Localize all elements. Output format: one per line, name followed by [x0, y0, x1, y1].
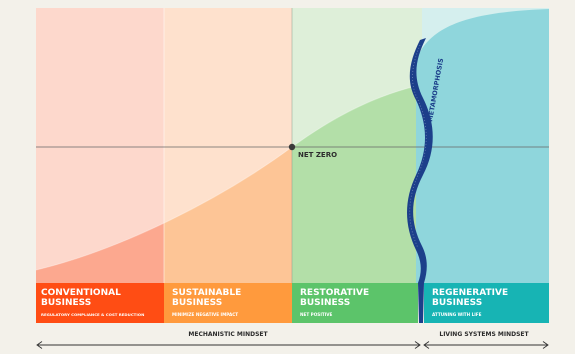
stage-bar-regenerative: REGENERATIVE BUSINESS ATTUNING WITH LIFE [424, 283, 549, 323]
stage-bar-bg [292, 283, 418, 323]
stage-subtitle: NET POSITIVE [300, 312, 333, 317]
stage-title-line2: BUSINESS [172, 298, 222, 308]
mechanistic-mindset-axis: MECHANISTIC MINDSET [36, 331, 421, 349]
arrow-left-head [423, 341, 430, 349]
stage-subtitle: REGULATORY COMPLIANCE & COST REDUCTION [41, 312, 144, 317]
stage-bar-conventional: CONVENTIONAL BUSINESS REGULATORY COMPLIA… [36, 283, 164, 323]
conventional-curve-fill [36, 223, 164, 283]
arrow-right-head [414, 341, 421, 349]
arrow-right-head [542, 341, 549, 349]
stage-title-line1: REGENERATIVE [432, 288, 508, 298]
stage-subtitle: ATTUNING WITH LIFE [432, 312, 482, 317]
stage-subtitle: MINIMIZE NEGATIVE IMPACT [172, 312, 238, 317]
stage-title-line1: SUSTAINABLE [172, 288, 241, 298]
sustainable-curve-fill [164, 147, 292, 283]
curve-edge [36, 85, 417, 271]
stage-bar-bg [36, 283, 164, 323]
metamorphosis-shape [407, 38, 433, 283]
living-systems-mindset-label: LIVING SYSTEMS MINDSET [439, 331, 529, 338]
net-zero-point [288, 143, 296, 151]
metamorphosis-texture [409, 44, 427, 249]
stage-title-line1: CONVENTIONAL [41, 288, 121, 298]
metamorphosis-wave-tail [418, 283, 424, 323]
stage-bar-bg [164, 283, 292, 323]
stage-bar-restorative: RESTORATIVE BUSINESS NET POSITIVE [292, 283, 418, 323]
stage-title-line2: BUSINESS [432, 298, 482, 308]
net-zero-label: NET ZERO [298, 151, 337, 159]
stage-title-line2: BUSINESS [41, 298, 91, 308]
growth-curve-area [36, 9, 549, 283]
stage-bar-bg [424, 283, 549, 323]
metamorphosis-wave [407, 38, 433, 283]
regenerative-curve-fill [416, 9, 549, 283]
stage-title-line1: RESTORATIVE [300, 288, 369, 298]
mechanistic-mindset-label: MECHANISTIC MINDSET [188, 331, 268, 338]
living-systems-mindset-axis: LIVING SYSTEMS MINDSET [423, 331, 549, 349]
restorative-curve-fill [292, 86, 416, 283]
stage-bar-sustainable: SUSTAINABLE BUSINESS MINIMIZE NEGATIVE I… [164, 283, 292, 323]
arrow-left-head [36, 341, 43, 349]
stage-title-line2: BUSINESS [300, 298, 350, 308]
